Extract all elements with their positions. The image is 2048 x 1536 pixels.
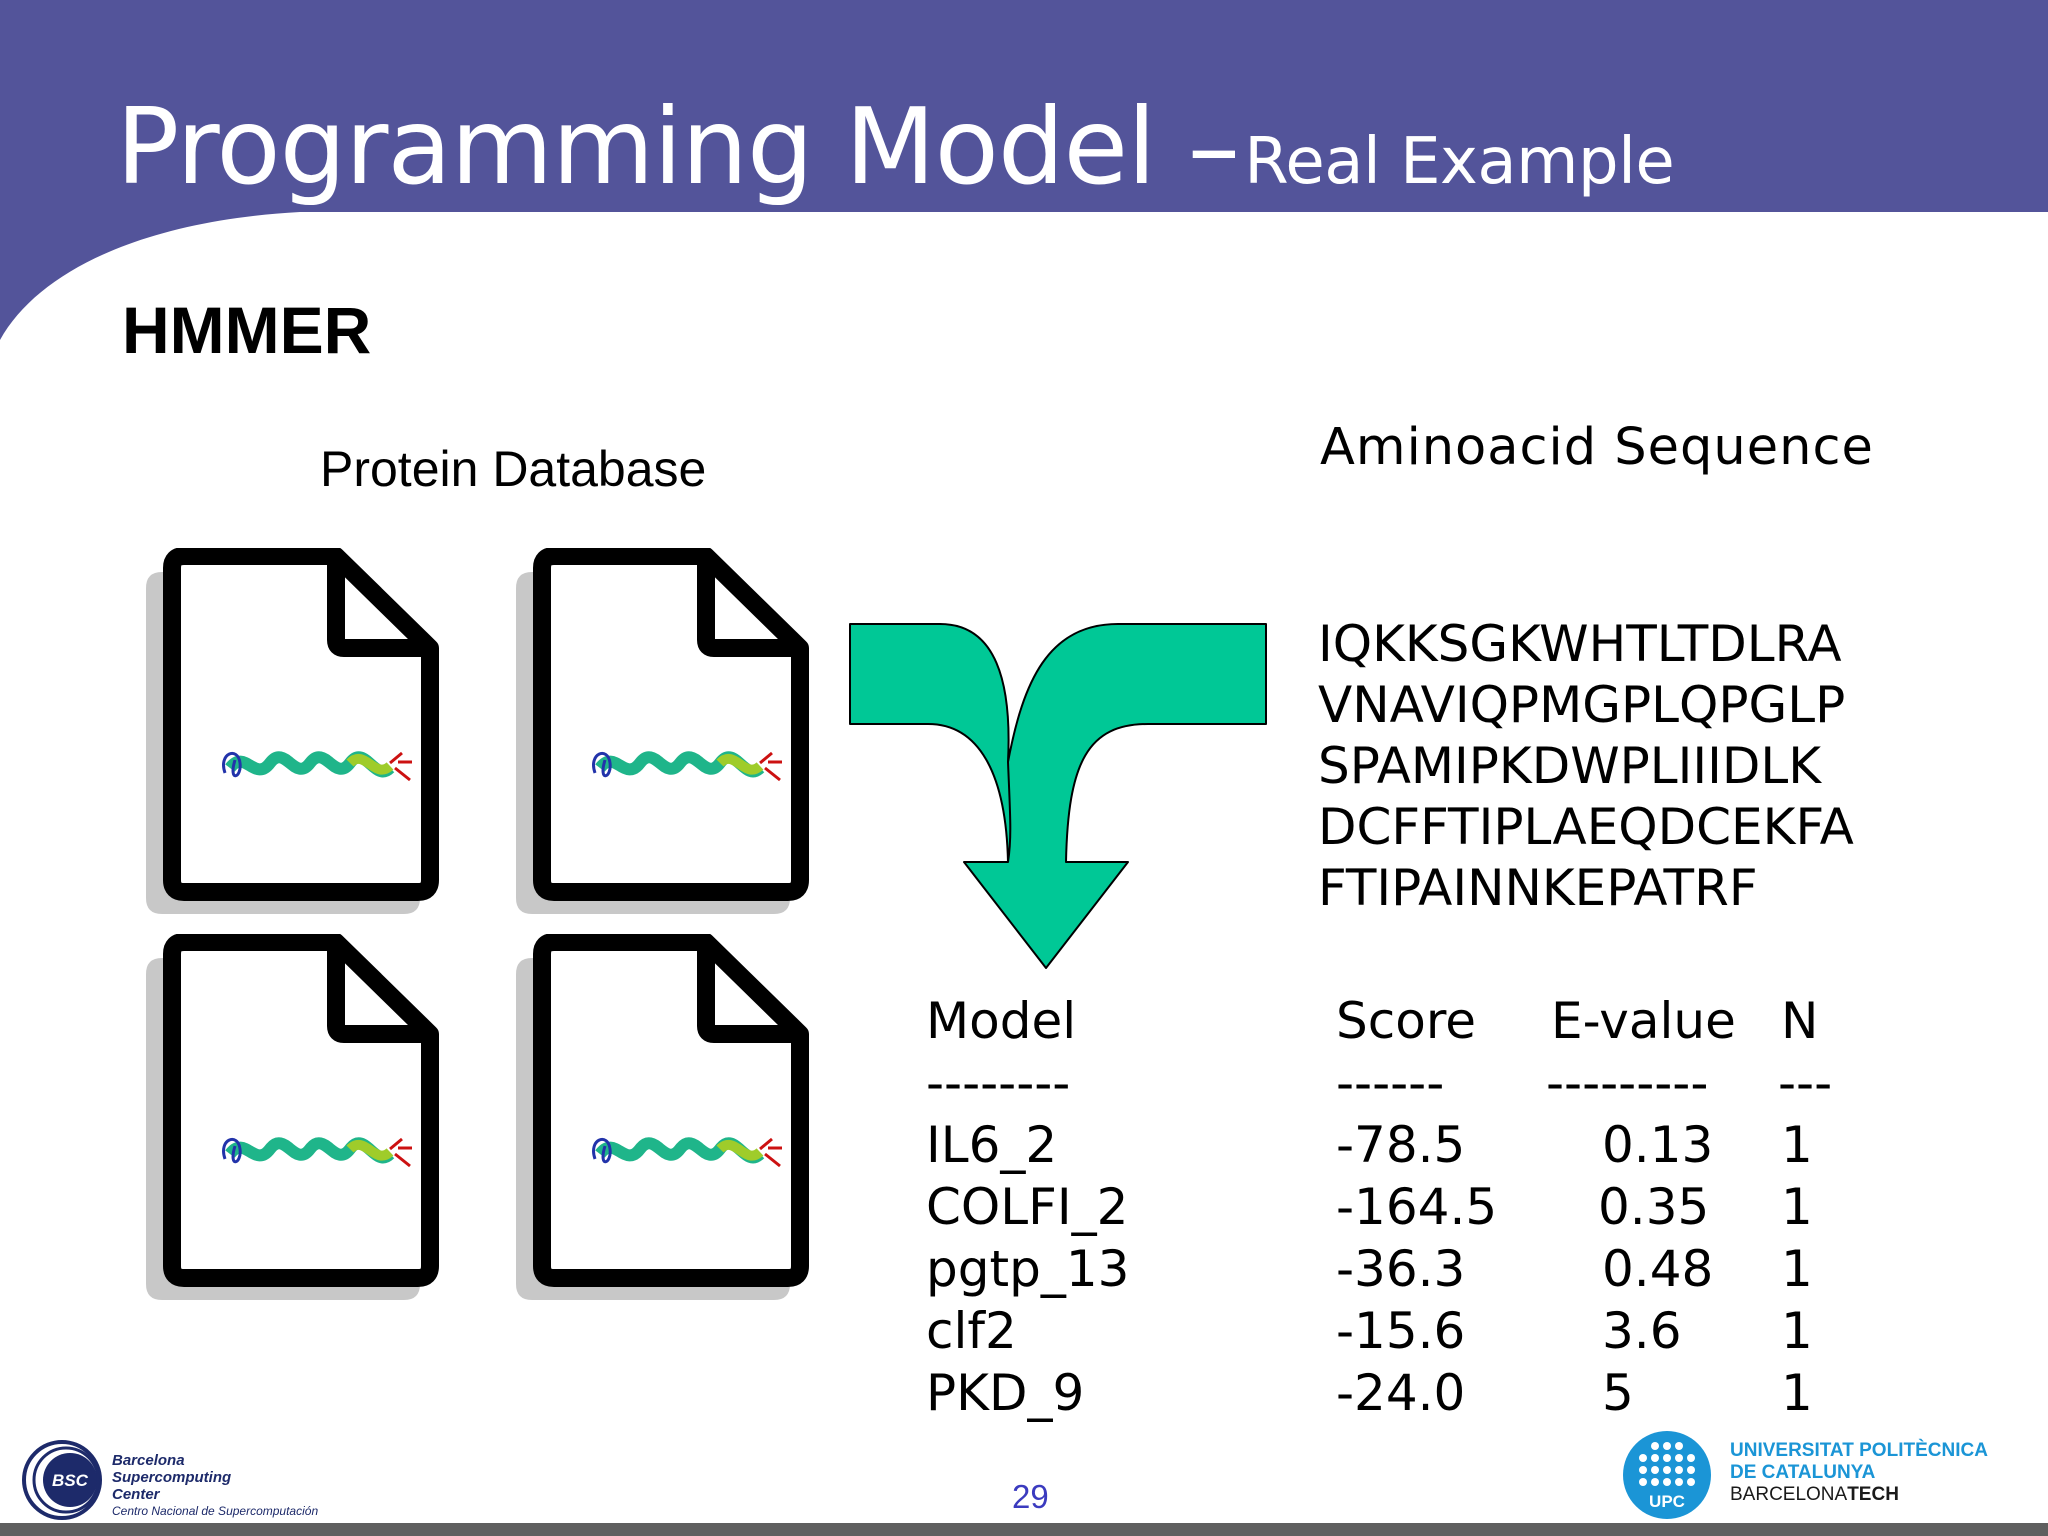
cell-n: 1: [1781, 1302, 1813, 1360]
upc-badge: UPC: [1649, 1492, 1685, 1511]
protein-structure-icon: [222, 1137, 412, 1168]
bsc-logo: BSC: [22, 1440, 102, 1520]
bsc-badge: BSC: [52, 1471, 89, 1490]
document-icon: [516, 548, 809, 914]
document-icon: [146, 934, 439, 1300]
title-sub: Real Example: [1244, 125, 1675, 199]
bsc-name: Barcelona Supercomputing Center Centro N…: [112, 1452, 318, 1520]
slide-title: Programming Model – Real Example: [116, 86, 1675, 208]
upc-line: UNIVERSITAT POLITÈCNICA: [1730, 1440, 1988, 1461]
cell-evalue: 3.6: [1602, 1302, 1682, 1360]
upc-line-b: TECH: [1847, 1484, 1899, 1505]
separator: --------: [926, 1054, 1071, 1112]
upc-line: DE CATALUNYA: [1730, 1462, 1876, 1483]
cell-evalue: 5: [1602, 1364, 1634, 1422]
sequence-line: SPAMIPKDWPLIIIDLK: [1318, 737, 1822, 795]
separator: ---: [1778, 1054, 1833, 1112]
cell-n: 1: [1781, 1178, 1813, 1236]
cell-n: 1: [1781, 1116, 1813, 1174]
separator: ------: [1336, 1054, 1445, 1112]
cell-model: PKD_9: [926, 1364, 1085, 1422]
bsc-line: Centro Nacional de Supercomputación: [112, 1504, 319, 1518]
cell-score: -24.0: [1336, 1364, 1466, 1422]
merge-arrow-icon: [849, 623, 1267, 969]
header-n: N: [1781, 992, 1819, 1050]
section-heading: HMMER: [122, 293, 372, 367]
protein-structure-icon: [222, 751, 412, 782]
title-main: Programming Model –: [116, 86, 1240, 208]
document-icon: [516, 934, 809, 1300]
cell-score: -164.5: [1336, 1178, 1498, 1236]
sequence-line: FTIPAINNKEPATRF: [1318, 859, 1758, 917]
footer-divider: [0, 1523, 2048, 1536]
separator: ---------: [1546, 1054, 1709, 1112]
cell-n: 1: [1781, 1364, 1813, 1422]
aminoacid-sequence: IQKKSGKWHTLTDLRA VNAVIQPMGPLQPGLP SPAMIP…: [1318, 614, 1854, 919]
cell-model: COLFI_2: [926, 1178, 1129, 1236]
upc-logo: UPC: [1623, 1431, 1711, 1519]
upc-line-a: BARCELONA: [1730, 1484, 1848, 1505]
protein-structure-icon: [592, 1137, 782, 1168]
header-score: Score: [1336, 992, 1477, 1050]
document-icon: [146, 548, 439, 914]
cell-n: 1: [1781, 1240, 1813, 1298]
bsc-line: Supercomputing: [112, 1469, 232, 1486]
cell-model: clf2: [926, 1302, 1017, 1360]
cell-evalue: 0.35: [1598, 1178, 1710, 1236]
sequence-line: DCFFTIPLAEQDCEKFA: [1318, 798, 1854, 856]
aminoacid-sequence-label: Aminoacid Sequence: [1320, 418, 1874, 477]
protein-structure-icon: [592, 751, 782, 782]
cell-evalue: 0.48: [1602, 1240, 1714, 1298]
cell-score: -78.5: [1336, 1116, 1466, 1174]
header-evalue: E-value: [1551, 992, 1736, 1050]
upc-name: UNIVERSITAT POLITÈCNICA DE CATALUNYA BAR…: [1730, 1440, 1988, 1506]
page-number: 29: [1012, 1478, 1049, 1515]
bsc-line: Center: [112, 1486, 160, 1503]
header-model: Model: [926, 992, 1077, 1050]
upc-line: BARCELONATECH: [1730, 1484, 1988, 1506]
bsc-line: Barcelona: [112, 1452, 185, 1469]
sequence-line: VNAVIQPMGPLQPGLP: [1318, 676, 1846, 734]
cell-evalue: 0.13: [1602, 1116, 1714, 1174]
header-banner: [0, 0, 2048, 340]
cell-score: -15.6: [1336, 1302, 1466, 1360]
cell-score: -36.3: [1336, 1240, 1466, 1298]
cell-model: pgtp_13: [926, 1240, 1130, 1298]
cell-model: IL6_2: [926, 1116, 1058, 1174]
sequence-line: IQKKSGKWHTLTDLRA: [1318, 615, 1842, 673]
protein-database-label: Protein Database: [320, 441, 707, 497]
